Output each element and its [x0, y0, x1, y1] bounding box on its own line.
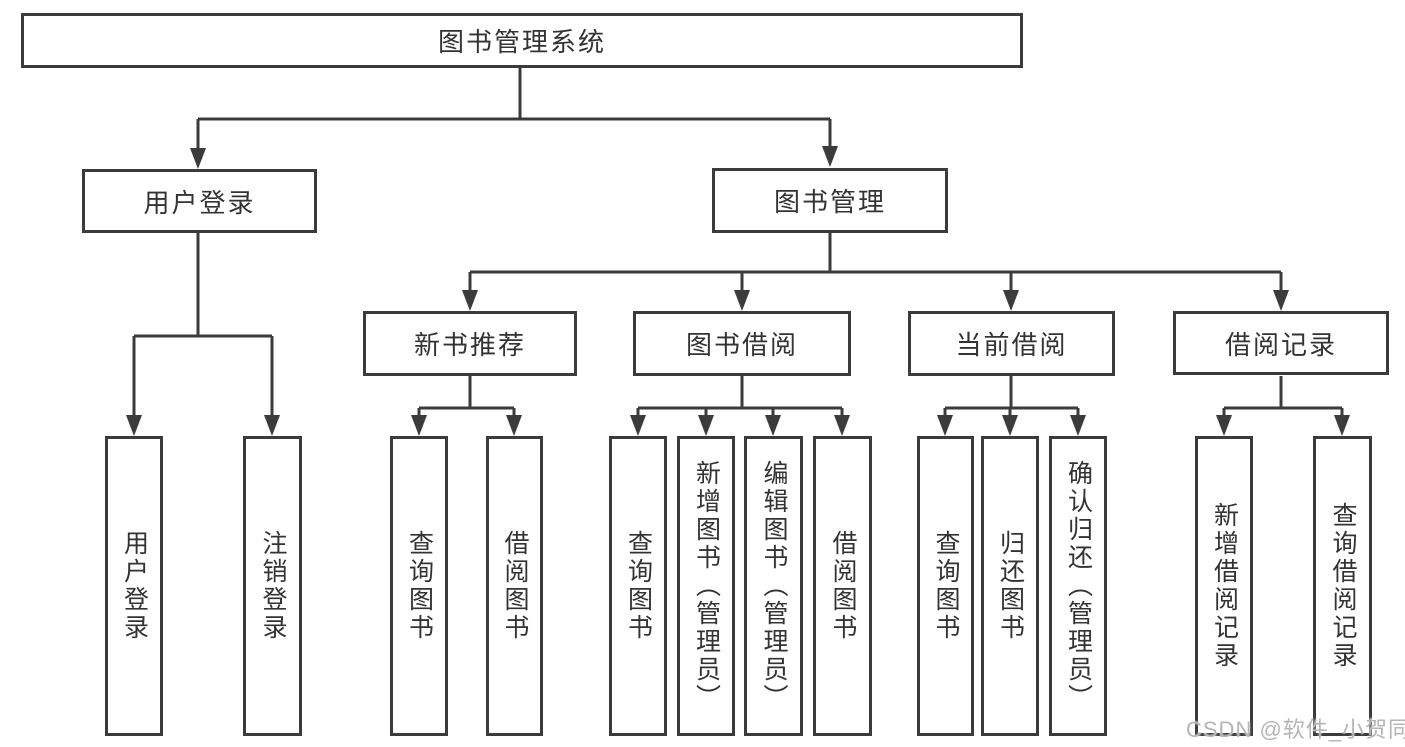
node-book-borrowing: 图书借阅 [633, 311, 851, 376]
leaf-borrow-books-borrowing-label: 借阅图书 [829, 530, 857, 642]
leaf-borrow-books-recommend: 借阅图书 [486, 436, 543, 736]
leaf-query-books-current: 查询图书 [917, 436, 974, 736]
arrowhead-icons [126, 146, 1350, 436]
node-root: 图书管理系统 [21, 13, 1023, 68]
leaf-borrow-books-recommend-label: 借阅图书 [501, 530, 529, 642]
node-book-management-label: 图书管理 [773, 187, 886, 217]
leaf-add-borrow-record-label: 新增借阅记录 [1210, 502, 1239, 670]
connector-lines [132, 68, 1344, 419]
leaf-return-books-label: 归还图书 [996, 530, 1025, 642]
leaf-query-books-recommend: 查询图书 [390, 436, 448, 736]
node-current-borrowing-label: 当前借阅 [955, 330, 1068, 360]
watermark: CSDN @软件_小贺同学 [1186, 717, 1405, 742]
leaf-confirm-return-admin-label: 确认归还（管理员） [1064, 460, 1093, 712]
node-user-login-label: 用户登录 [143, 187, 256, 218]
leaf-confirm-return-admin: 确认归还（管理员） [1049, 436, 1107, 736]
leaf-return-books: 归还图书 [981, 436, 1039, 736]
node-book-borrowing-label: 图书借阅 [685, 330, 798, 360]
leaf-query-books-borrowing: 查询图书 [609, 436, 667, 736]
leaf-user-login: 用户登录 [105, 436, 163, 736]
node-borrowing-records-label: 借阅记录 [1224, 329, 1337, 360]
leaf-logout: 注销登录 [243, 436, 302, 736]
leaf-edit-book-admin: 编辑图书（管理员） [744, 436, 803, 736]
node-borrowing-records: 借阅记录 [1173, 311, 1389, 375]
leaf-user-login-label: 用户登录 [120, 530, 149, 642]
leaf-add-book-admin: 新增图书（管理员） [677, 436, 735, 736]
leaf-query-books-current-label: 查询图书 [932, 530, 960, 642]
leaf-add-borrow-record: 新增借阅记录 [1195, 436, 1253, 736]
node-book-management: 图书管理 [712, 168, 948, 233]
leaf-add-book-admin-label: 新增图书（管理员） [692, 460, 721, 712]
node-current-borrowing: 当前借阅 [908, 311, 1115, 376]
node-new-book-recommend-label: 新书推荐 [413, 330, 526, 360]
leaf-logout-label: 注销登录 [259, 530, 287, 642]
node-root-label: 图书管理系统 [437, 27, 606, 57]
leaf-edit-book-admin-label: 编辑图书（管理员） [760, 460, 788, 712]
node-user-login: 用户登录 [82, 169, 317, 233]
leaf-query-borrow-record-label: 查询借阅记录 [1329, 502, 1357, 670]
leaf-borrow-books-borrowing: 借阅图书 [813, 436, 872, 736]
node-new-book-recommend: 新书推荐 [363, 311, 577, 376]
leaf-query-borrow-record: 查询借阅记录 [1313, 436, 1372, 736]
leaf-query-books-recommend-label: 查询图书 [405, 530, 434, 642]
leaf-query-books-borrowing-label: 查询图书 [624, 530, 653, 642]
